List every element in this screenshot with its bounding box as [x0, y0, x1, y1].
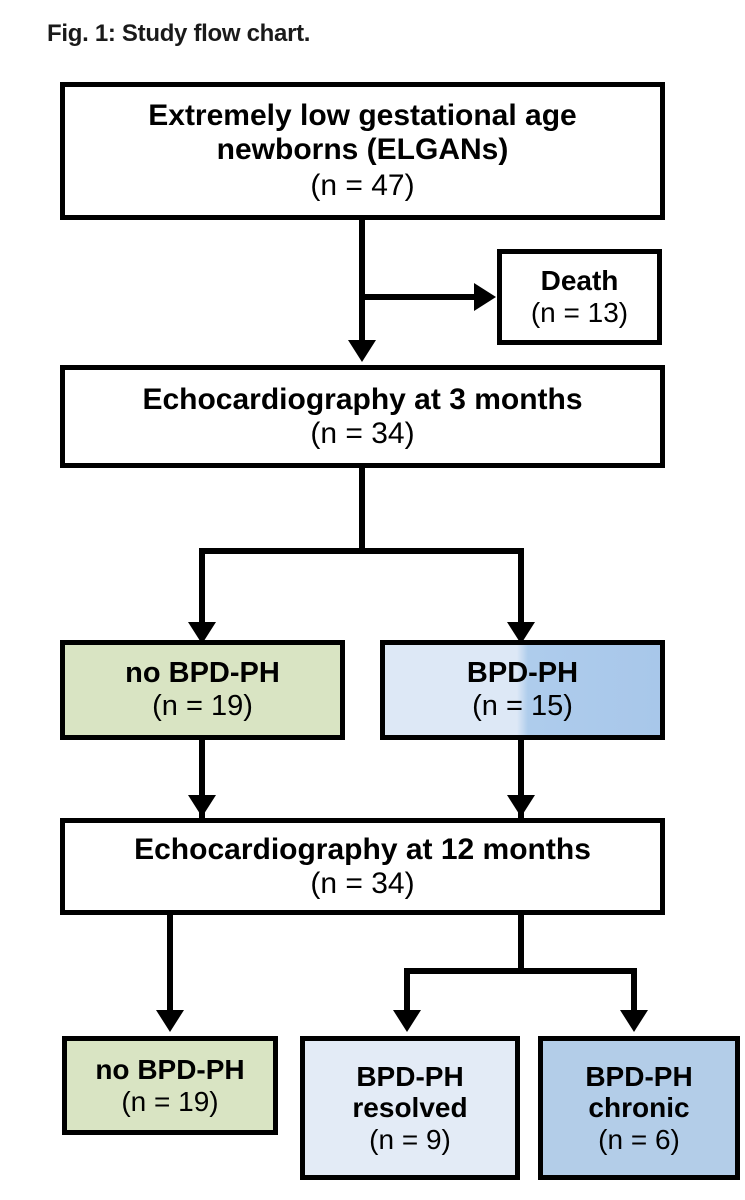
node-nobpd12-count: (n = 19)	[121, 1085, 219, 1117]
node-bpd-ph-chronic: BPD-PH chronic (n = 6)	[538, 1036, 740, 1180]
arrowhead-to-death	[474, 283, 496, 311]
node-chronic-line2: chronic	[588, 1092, 690, 1124]
node-echocardiography-12-months: Echocardiography at 12 months (n = 34)	[60, 818, 665, 915]
node-no-bpd-ph-3-months: no BPD-PH (n = 19)	[60, 640, 345, 740]
node-bpd-ph-3-months: BPD-PH (n = 15)	[380, 640, 665, 740]
node-nobpd12-line1: no BPD-PH	[95, 1053, 245, 1085]
node-nobpd3-line1: no BPD-PH	[125, 657, 280, 690]
node-resolved-line1: BPD-PH	[356, 1060, 464, 1092]
node-echocardiography-3-months: Echocardiography at 3 months (n = 34)	[60, 365, 665, 468]
node-no-bpd-ph-12-months: no BPD-PH (n = 19)	[62, 1036, 278, 1135]
node-echo3-count: (n = 34)	[310, 416, 415, 450]
arrowhead-to-chronic	[620, 1010, 648, 1032]
connector-elgans-trunk	[359, 220, 365, 348]
node-echo3-line1: Echocardiography at 3 months	[142, 382, 583, 416]
node-resolved-line2: resolved	[352, 1092, 468, 1124]
connector-echo3-split-bar	[199, 548, 524, 554]
node-elgans: Extremely low gestational age newborns (…	[60, 82, 665, 220]
connector-echo12-split-bar	[404, 968, 637, 974]
arrowhead-to-nobpd3	[188, 622, 216, 644]
node-chronic-line1: BPD-PH	[585, 1060, 693, 1092]
connector-echo3-left-drop	[199, 548, 205, 630]
node-death-count: (n = 13)	[530, 297, 629, 328]
node-elgans-line1: Extremely low gestational age	[148, 99, 577, 133]
arrowhead-to-resolved	[393, 1010, 421, 1032]
connector-resolved-drop	[404, 968, 410, 1023]
node-nobpd3-count: (n = 19)	[152, 690, 253, 722]
connector-echo3-stem	[359, 468, 365, 554]
figure-title: Fig. 1: Study flow chart.	[47, 20, 311, 47]
connector-nobpd3-to-echo12	[199, 740, 205, 826]
node-echo12-count: (n = 34)	[310, 866, 415, 900]
node-death-line1: Death	[540, 265, 619, 297]
node-bpd3-count: (n = 15)	[472, 690, 573, 722]
connector-elgans-to-death	[359, 294, 477, 300]
arrowhead-to-nobpd12	[156, 1010, 184, 1032]
connector-echo12-left-drop	[167, 915, 173, 1025]
connector-echo3-right-drop	[518, 548, 524, 630]
node-chronic-count: (n = 6)	[598, 1123, 680, 1155]
node-resolved-count: (n = 9)	[369, 1123, 451, 1155]
node-elgans-count: (n = 47)	[310, 168, 415, 202]
arrowhead-nobpd3-to-echo12	[188, 795, 216, 817]
arrowhead-to-echo3	[348, 340, 376, 362]
node-echo12-line1: Echocardiography at 12 months	[134, 832, 591, 866]
connector-bpd3-to-echo12	[518, 740, 524, 826]
node-bpd3-line1: BPD-PH	[466, 657, 579, 690]
node-elgans-line2: newborns (ELGANs)	[216, 133, 509, 167]
connector-echo12-right-stem	[518, 915, 524, 974]
arrowhead-to-bpd3	[507, 622, 535, 644]
arrowhead-bpd3-to-echo12	[507, 795, 535, 817]
node-bpd-ph-resolved: BPD-PH resolved (n = 9)	[300, 1036, 520, 1180]
connector-chronic-drop	[631, 968, 637, 1023]
node-death: Death (n = 13)	[497, 249, 662, 345]
